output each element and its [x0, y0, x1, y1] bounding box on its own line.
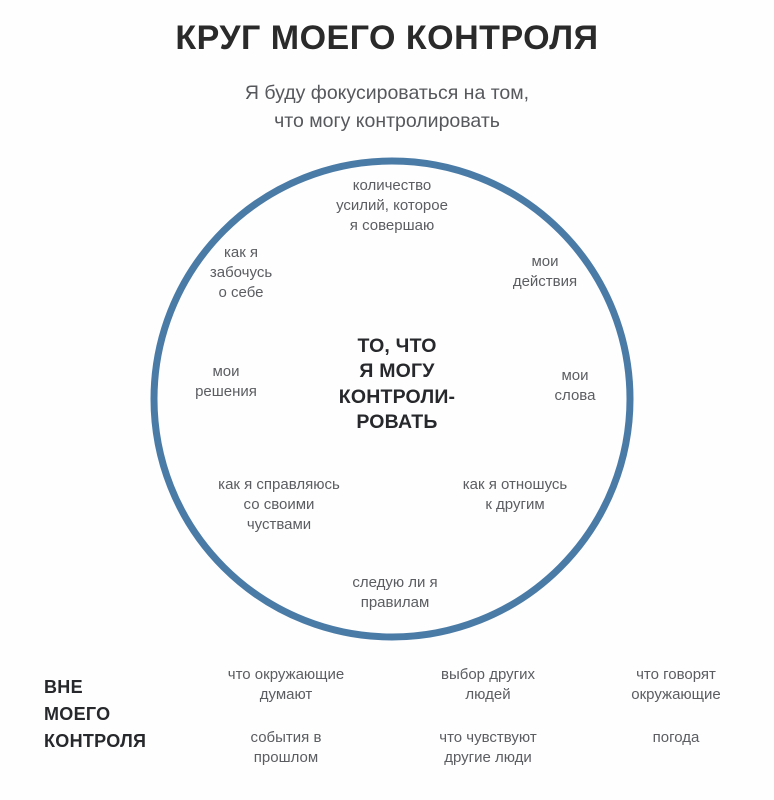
page-title: КРУГ МОЕГО КОНТРОЛЯ [175, 19, 599, 57]
inside-item-treating-others: как я отношусь к другим [462, 476, 568, 513]
center-line-4: РОВАТЬ [356, 411, 438, 434]
subtitle-line-1: Я буду фокусироваться на том, [244, 82, 530, 104]
center-line-3: КОНТРОЛИ- [338, 385, 456, 408]
inside-item-effort: количество усилий, которое я совершаю [336, 177, 448, 234]
page-subtitle: Я буду фокусироваться на том, что могу к… [0, 80, 774, 135]
outside-heading-line-3: КОНТРОЛЯ [44, 731, 147, 751]
inside-item-my-actions: мои действия [512, 253, 578, 290]
center-line-2: Я МОГУ [359, 360, 435, 383]
inside-item-my-decisions: мои решения [195, 363, 257, 400]
outside-item-others-choices: выбор других людей [441, 666, 535, 703]
inside-item-my-words: мои слова [554, 367, 596, 404]
outside-heading-line-2: МОЕГО [44, 704, 111, 724]
inside-item-self-care: как я забочусь о себе [209, 244, 273, 301]
subtitle-line-2: что могу контролировать [274, 109, 500, 132]
outside-item-what-others-think: что окружающие думают [227, 666, 345, 703]
circle-center-label: ТО, ЧТО Я МОГУ КОНТРОЛИ- РОВАТЬ [297, 334, 497, 435]
outside-item-others-feelings: что чувствуют другие люди [439, 729, 537, 766]
outside-item-past-events: события в прошлом [250, 729, 322, 766]
inside-item-handling-feelings: как я справляюсь со своими чуствами [218, 476, 340, 533]
outside-item-what-others-say: что говорят окружающие [631, 666, 721, 703]
inside-item-following-rules: следую ли я правилам [352, 574, 438, 611]
center-line-1: ТО, ЧТО [357, 335, 437, 357]
outside-control-heading: ВНЕ МОЕГО КОНТРОЛЯ [44, 674, 214, 755]
outside-heading-line-1: ВНЕ [44, 677, 83, 697]
outside-item-weather: погода [652, 729, 700, 746]
